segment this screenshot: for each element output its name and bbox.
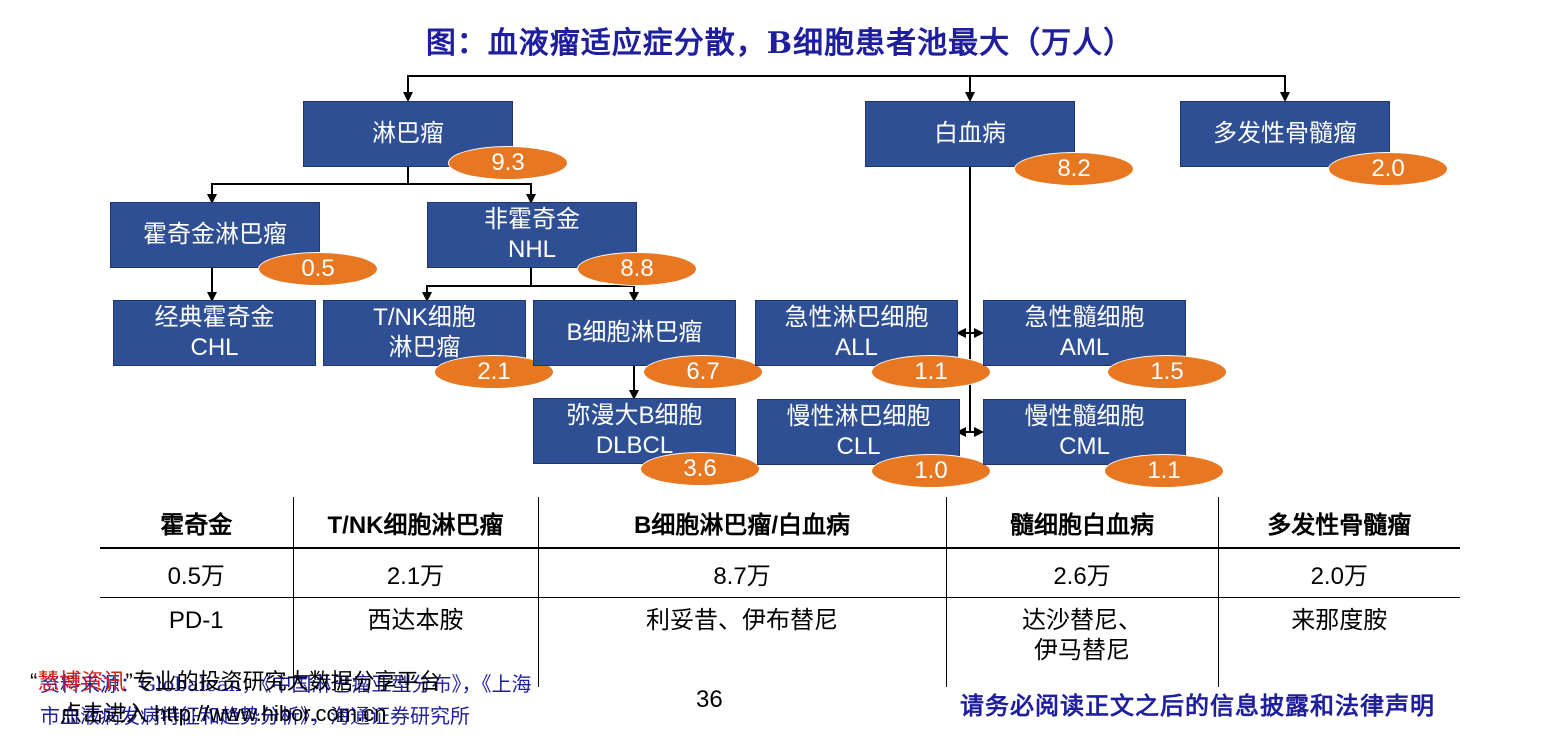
badge-dlbcl: 3.6: [640, 452, 760, 486]
badge-leukemia: 8.2: [1014, 152, 1134, 186]
node-aml-label-1: 急性髓细胞: [1024, 304, 1145, 331]
node-hodgkin-label: 霍奇金淋巴瘤: [143, 221, 287, 248]
watermark-brand: 慧博资讯: [37, 669, 126, 694]
node-chl: 经典霍奇金 CHL: [113, 300, 316, 366]
node-cml-label-2: CML: [1059, 433, 1110, 460]
table-row-drugs: PD-1 西达本胺 利妥昔、伊布替尼 达沙替尼、伊马替尼 来那度胺: [100, 597, 1460, 688]
table-cell: 2.0万: [1217, 548, 1460, 598]
node-all-label-1: 急性淋巴细胞: [784, 304, 929, 331]
node-leukemia-label: 白血病: [934, 120, 1006, 147]
table-header: B细胞淋巴瘤/白血病: [537, 497, 946, 549]
table-cell: 来那度胺: [1217, 597, 1460, 687]
table-cell: 0.5万: [100, 548, 293, 598]
table-header-row: 霍奇金 T/NK细胞淋巴瘤 B细胞淋巴瘤/白血病 髓细胞白血病 多发性骨髓瘤: [100, 497, 1460, 549]
drug-name: 伊马替尼: [1034, 637, 1130, 664]
disclaimer: 请务必阅读正文之后的信息披露和法律声明: [960, 691, 1435, 720]
page-title: 图：血液瘤适应症分散，B细胞患者池最大（万人）: [425, 26, 1135, 61]
source-note: 资料来源：Globalcan，《中国淋巴瘤亚型分布》，《上海 市血液病发病特征和…: [40, 668, 680, 732]
source-line-1: 资料来源：Globalcan，《中国淋巴瘤亚型分布》，《上海: [40, 672, 532, 696]
connector-lines: [207, 75, 1290, 437]
node-nhl-label-1: 非霍奇金: [484, 206, 580, 233]
node-chl-label-2: CHL: [190, 334, 239, 361]
table-header: 霍奇金: [100, 497, 293, 549]
node-dlbcl-label-2: DLBCL: [595, 432, 674, 459]
node-cml-label-1: 慢性髓细胞: [1024, 403, 1145, 430]
badge-cml: 1.1: [1104, 454, 1224, 488]
badge-nhl: 8.8: [577, 252, 697, 286]
table-cell: 8.7万: [537, 548, 946, 598]
table-cell: 西达本胺: [292, 597, 538, 687]
watermark-text: ”专业的投资研究大数据分享平台: [125, 669, 441, 694]
badge-myeloma: 2.0: [1328, 152, 1448, 186]
drug-name: PD-1: [168, 607, 224, 634]
table-cell: 利妥昔、伊布替尼: [537, 597, 946, 687]
badge-hodgkin: 0.5: [258, 252, 378, 286]
table-cell: 达沙替尼、伊马替尼: [945, 597, 1218, 687]
drug-name: 达沙替尼、: [1022, 607, 1142, 634]
drug-name: 利妥昔、伊布替尼: [646, 607, 838, 634]
badge-all: 1.1: [871, 355, 991, 389]
node-chl-label-1: 经典霍奇金: [154, 304, 275, 331]
node-myeloma-label: 多发性骨髓瘤: [1213, 120, 1357, 147]
watermark[interactable]: “慧博资讯”专业的投资研究大数据分享平台 点击进入 http://www.hib…: [30, 664, 441, 728]
node-aml: 急性髓细胞 AML: [983, 300, 1186, 366]
table-row-patients: 0.5万 2.1万 8.7万 2.6万 2.0万: [100, 548, 1460, 598]
node-bcell-label: B细胞淋巴瘤: [566, 319, 703, 346]
node-nhl-label-2: NHL: [507, 236, 556, 263]
source-line-2: 市血液病发病特征和趋势分析》，海通证券研究所: [40, 704, 470, 728]
watermark-link[interactable]: 点击进入 http://www.hibor.com.cn: [60, 701, 387, 726]
node-all-label-2: ALL: [835, 334, 878, 361]
page-number: 36: [696, 686, 723, 713]
badge-cll: 1.0: [871, 454, 991, 488]
node-lymphoma-label: 淋巴瘤: [372, 120, 444, 147]
drug-name: 来那度胺: [1291, 607, 1388, 634]
node-tnk-label-2: 淋巴瘤: [388, 334, 461, 361]
badge-bcell: 6.7: [643, 355, 763, 389]
node-dlbcl-label-1: 弥漫大B细胞: [566, 402, 703, 429]
badge-aml: 1.5: [1107, 355, 1227, 389]
table-cell: 2.1万: [292, 548, 538, 598]
drug-name: 西达本胺: [367, 607, 464, 634]
table-cell: 2.6万: [945, 548, 1218, 598]
summary-table: 霍奇金 T/NK细胞淋巴瘤 B细胞淋巴瘤/白血病 髓细胞白血病 多发性骨髓瘤 0…: [100, 497, 1460, 687]
node-tnk-label-1: T/NK细胞: [373, 304, 476, 331]
node-hodgkin: 霍奇金淋巴瘤: [110, 202, 320, 268]
node-dlbcl: 弥漫大B细胞 DLBCL: [533, 398, 736, 464]
node-cll: 慢性淋巴细胞 CLL: [757, 399, 960, 465]
node-aml-label-2: AML: [1059, 334, 1110, 361]
node-cll-label-2: CLL: [836, 433, 881, 460]
table-header: 髓细胞白血病: [945, 497, 1218, 549]
watermark-quote: “: [30, 669, 38, 694]
badge-lymphoma: 9.3: [448, 146, 568, 180]
table-header: T/NK细胞淋巴瘤: [292, 497, 538, 549]
table-header: 多发性骨髓瘤: [1217, 497, 1460, 549]
node-cll-label-1: 慢性淋巴细胞: [786, 403, 931, 430]
node-lymphoma: 淋巴瘤: [303, 101, 513, 167]
table-cell: PD-1: [100, 598, 293, 688]
